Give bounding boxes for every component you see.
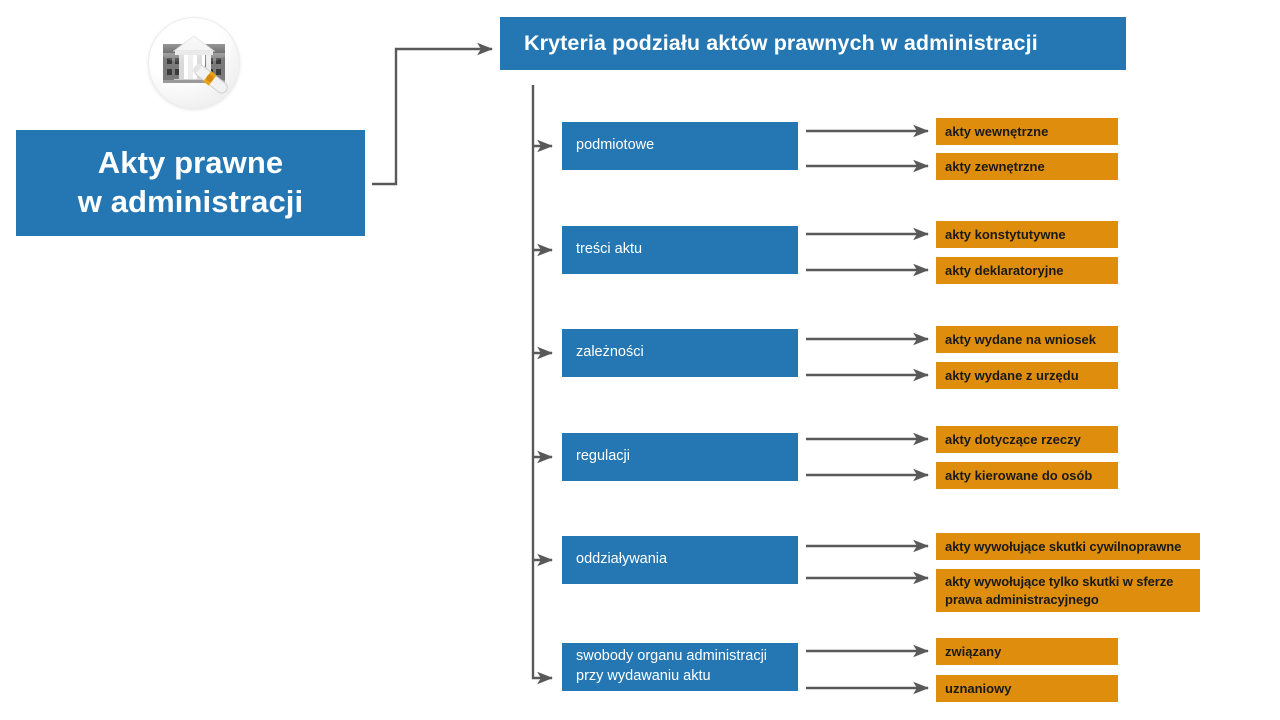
connector-trunk-stubs xyxy=(533,139,553,567)
leaf-label: akty dotyczące rzeczy xyxy=(945,431,1081,447)
category-label-line-1: swobody organu administracji xyxy=(576,648,768,665)
leaf-label: uznaniowy xyxy=(945,680,1012,696)
category-box-oddzialywania[interactable]: oddziaływania xyxy=(562,536,798,584)
leaf-box-akty-dotyczace-rzeczy[interactable]: akty dotyczące rzeczy xyxy=(936,426,1118,453)
category-box-regulacji[interactable]: regulacji xyxy=(562,433,798,481)
leaf-label: związany xyxy=(945,643,1002,659)
leaf-box-uznaniowy[interactable]: uznaniowy xyxy=(936,675,1118,702)
page-title: Kryteria podziału aktów prawnych w admin… xyxy=(500,17,1126,70)
connector-category-to-leaf xyxy=(806,124,929,695)
connector-trunk xyxy=(531,85,553,685)
category-label: podmiotowe xyxy=(576,137,655,154)
leaf-label: akty kierowane do osób xyxy=(945,467,1093,483)
category-label-line-2: przy wydawaniu aktu xyxy=(576,668,711,684)
leaf-label: akty wydane na wniosek xyxy=(945,331,1097,347)
leaf-label: akty wywołujące skutki cywilnoprawne xyxy=(945,538,1182,554)
category-box-zaleznosci[interactable]: zależności xyxy=(562,329,798,377)
subject-line-2: w administracji xyxy=(77,184,304,219)
category-label: oddziaływania xyxy=(576,551,668,568)
connector-subject-to-header xyxy=(372,42,493,186)
category-label: regulacji xyxy=(576,448,630,465)
leaf-box-akty-wydane-z-urzedu[interactable]: akty wydane z urzędu xyxy=(936,362,1118,389)
page-title-text: Kryteria podziału aktów prawnych w admin… xyxy=(524,31,1038,55)
category-box-podmiotowe[interactable]: podmiotowe xyxy=(562,122,798,170)
category-label: treści aktu xyxy=(576,241,643,258)
subject-block: Akty prawne w administracji xyxy=(16,130,365,236)
leaf-label: akty wywołujące tylko skutki w sferze pr… xyxy=(945,573,1174,607)
subject-line-1: Akty prawne xyxy=(97,145,284,181)
leaf-box-skutki-prawa-administracyjnego[interactable]: akty wywołujące tylko skutki w sferze pr… xyxy=(936,569,1200,612)
category-box-tresci-aktu[interactable]: treści aktu xyxy=(562,226,798,274)
leaf-label: akty wydane z urzędu xyxy=(945,367,1079,383)
leaf-box-akty-zewnetrzne[interactable]: akty zewnętrzne xyxy=(936,153,1118,180)
category-box-swobody-organu[interactable]: swobody organu administracji przy wydawa… xyxy=(562,643,798,691)
leaf-box-akty-wewnetrzne[interactable]: akty wewnętrzne xyxy=(936,118,1118,145)
leaf-box-zwiazany[interactable]: związany xyxy=(936,638,1118,665)
leaf-label: akty wewnętrzne xyxy=(945,123,1049,139)
government-building-diploma-icon xyxy=(148,17,240,109)
category-label: zależności xyxy=(576,344,644,361)
leaf-box-akty-deklaratoryjne[interactable]: akty deklaratoryjne xyxy=(936,257,1118,284)
leaf-box-akty-konstytutywne[interactable]: akty konstytutywne xyxy=(936,221,1118,248)
leaf-label: akty konstytutywne xyxy=(945,226,1066,242)
leaf-box-akty-kierowane-do-osob[interactable]: akty kierowane do osób xyxy=(936,462,1118,489)
leaf-label: akty deklaratoryjne xyxy=(945,262,1064,278)
leaf-label: akty zewnętrzne xyxy=(945,158,1045,174)
leaf-box-skutki-cywilnoprawne[interactable]: akty wywołujące skutki cywilnoprawne xyxy=(936,533,1200,560)
leaf-box-akty-wydane-na-wniosek[interactable]: akty wydane na wniosek xyxy=(936,326,1118,353)
